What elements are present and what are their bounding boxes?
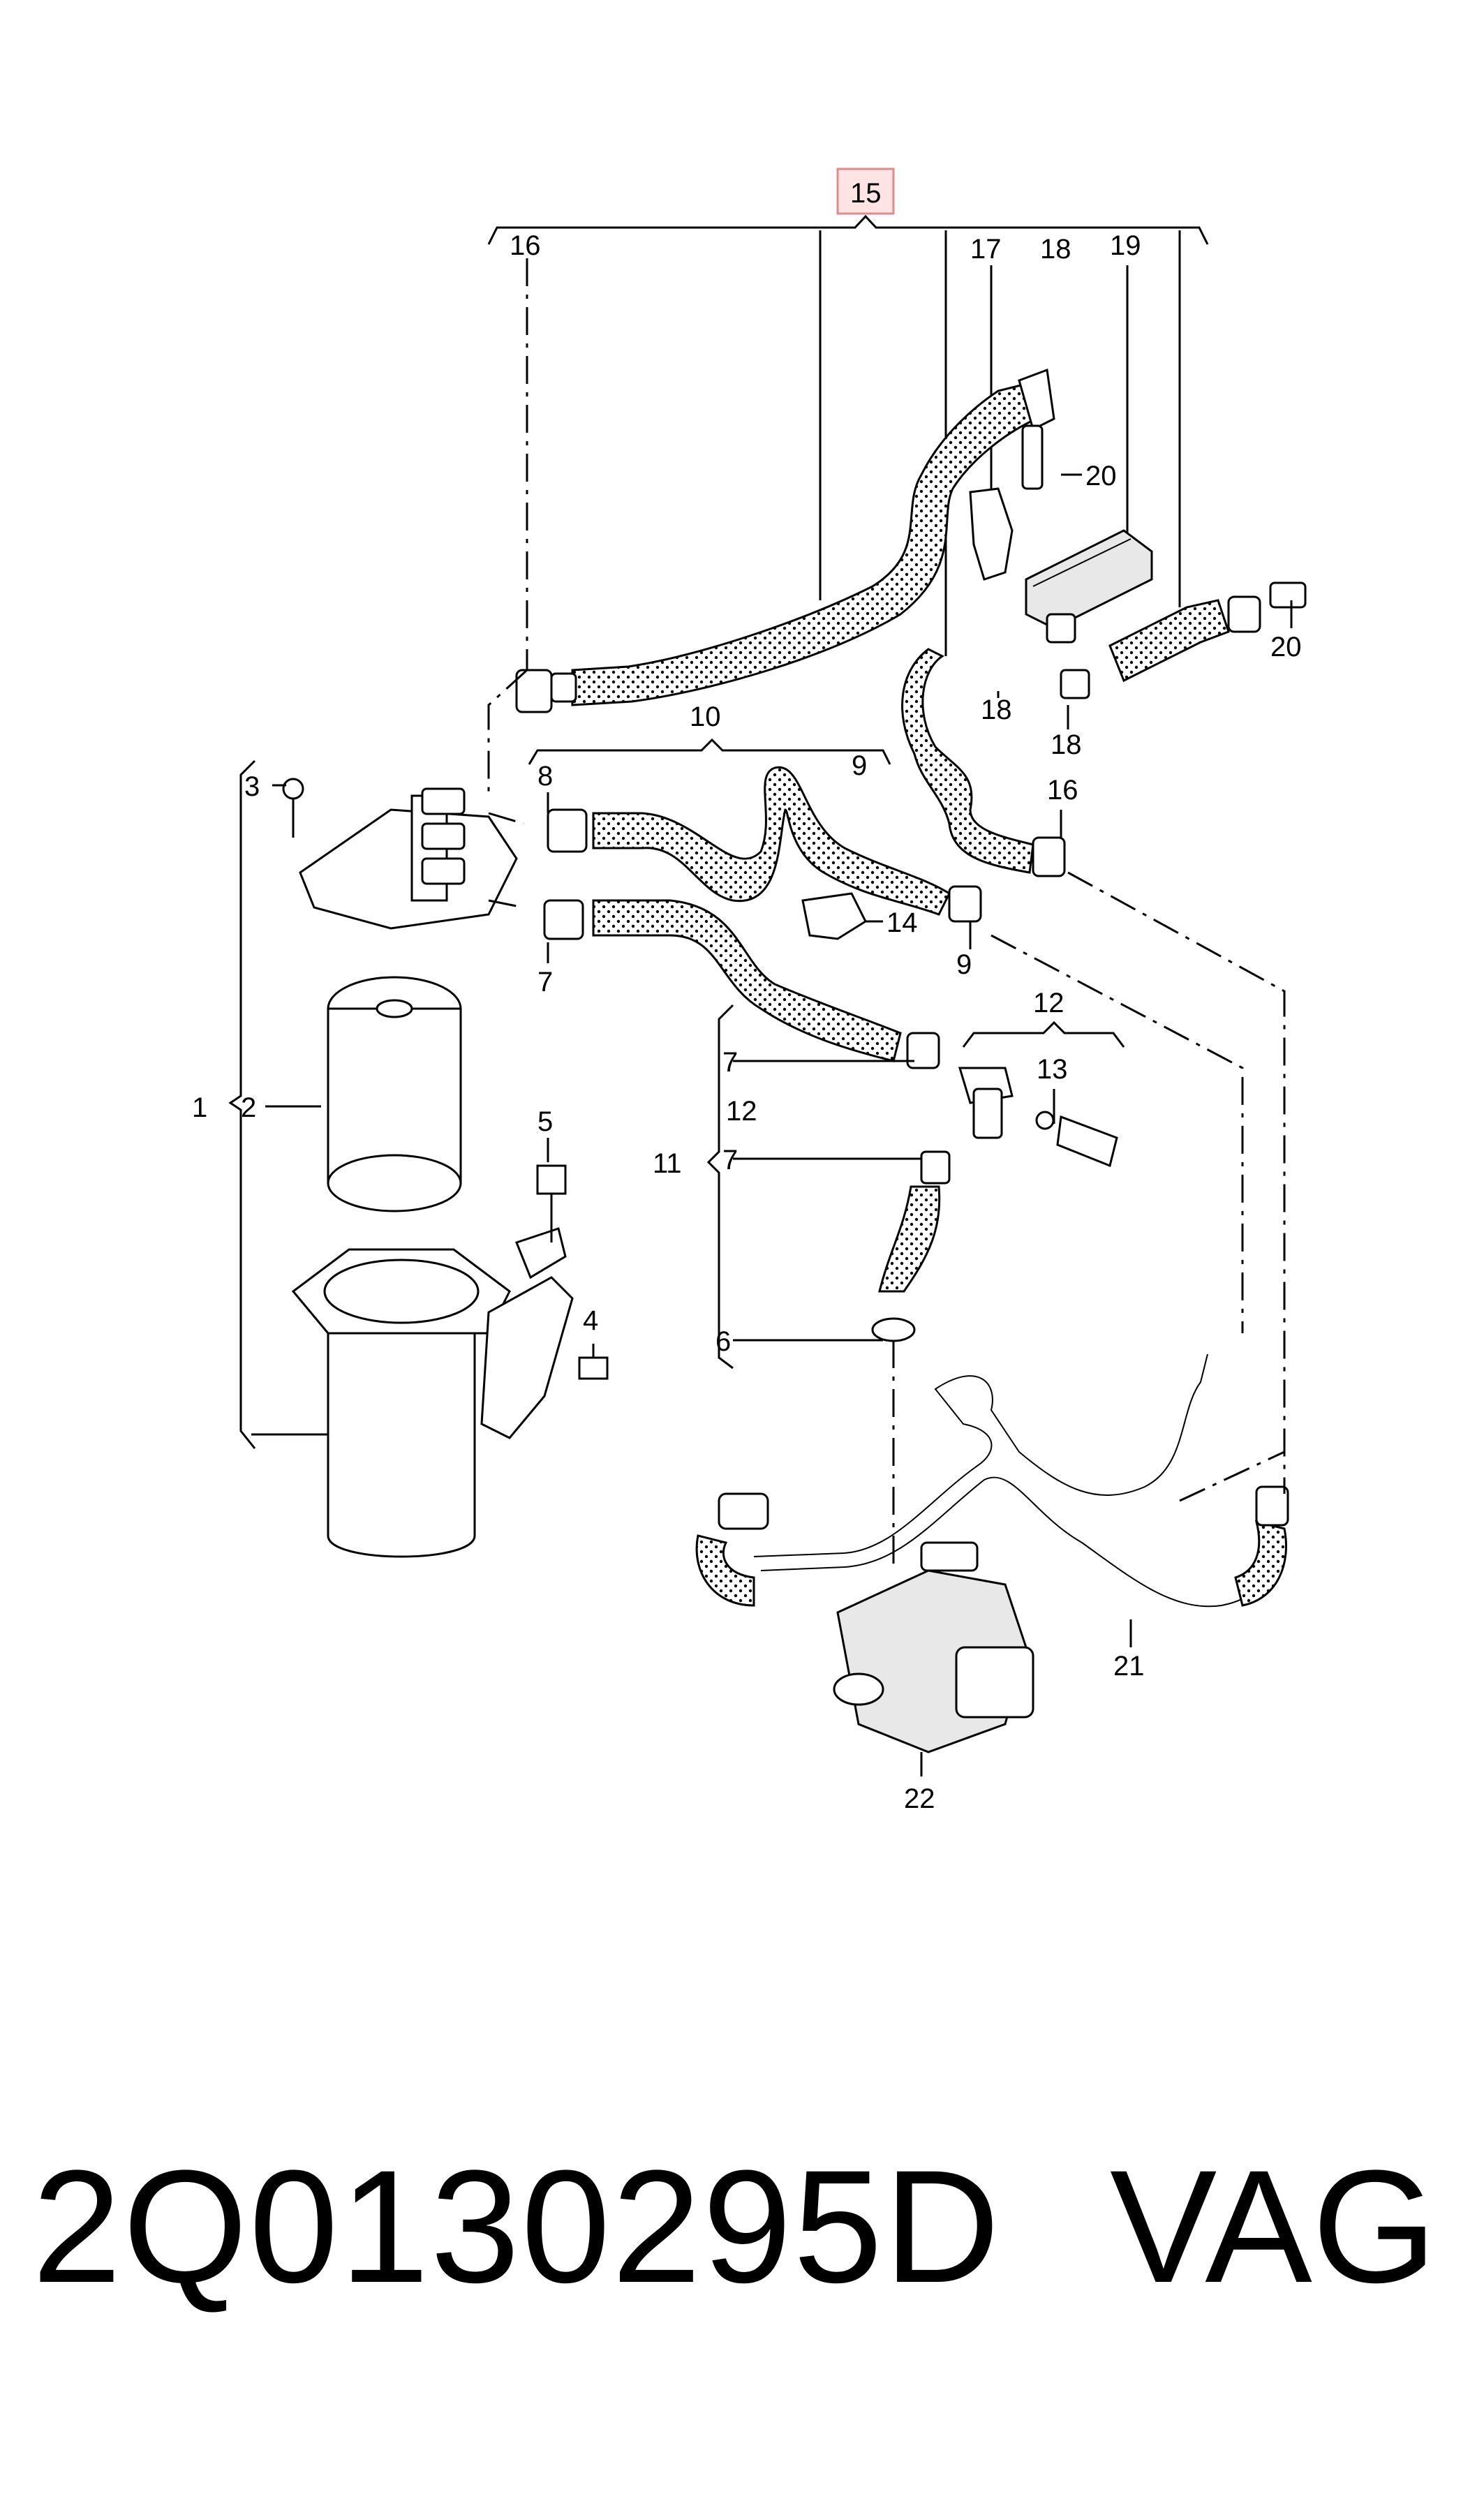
lower-fuel-pipe-21 xyxy=(695,1353,1289,1608)
callout-21: 21 xyxy=(1113,1651,1145,1682)
bolts xyxy=(536,1164,609,1380)
callout-6: 6 xyxy=(715,1326,731,1357)
right-curved-hose xyxy=(901,648,1066,877)
callout-20-upper: 20 xyxy=(1085,461,1117,491)
callout-1: 1 xyxy=(192,1092,207,1123)
callout-18-top: 18 xyxy=(1040,234,1071,265)
callout-9-top: 9 xyxy=(852,750,867,781)
callout-22: 22 xyxy=(904,1783,935,1814)
callout-10: 10 xyxy=(690,702,721,732)
group-brackets xyxy=(228,738,1125,1449)
callout-leaders xyxy=(251,473,1293,1776)
part-number: 2Q0130295D xyxy=(32,2137,1002,2316)
callout-15: 15 xyxy=(850,178,882,209)
filter-lid xyxy=(282,778,518,930)
callout-14: 14 xyxy=(886,907,918,938)
callout-3: 3 xyxy=(244,771,260,802)
callout-5: 5 xyxy=(537,1106,553,1137)
callout-19: 19 xyxy=(1110,230,1141,261)
right-upper-hose xyxy=(1046,581,1307,699)
callout-16-top: 16 xyxy=(510,230,541,261)
high-pressure-pump-22 xyxy=(833,1541,1034,1753)
brand-name: VAG xyxy=(1110,2137,1437,2316)
hose-11 xyxy=(871,1150,951,1342)
callout-9-low: 9 xyxy=(956,949,972,980)
callout-12-right: 12 xyxy=(1033,988,1064,1018)
t-piece-12 xyxy=(958,1067,1118,1168)
callout-8: 8 xyxy=(537,761,553,792)
callout-2: 2 xyxy=(241,1092,256,1123)
callout-7-left: 7 xyxy=(537,967,553,997)
bracket-15 xyxy=(487,168,1209,245)
filter-housing xyxy=(291,1227,574,1558)
callout-11: 11 xyxy=(653,1148,682,1179)
callout-4: 4 xyxy=(583,1305,598,1336)
callout-17: 17 xyxy=(970,234,1002,265)
callout-18-low: 18 xyxy=(1051,729,1082,760)
upper-fuel-hose xyxy=(515,368,1055,713)
hose-7-lower xyxy=(543,899,940,1069)
callout-7-mid: 7 xyxy=(722,1047,738,1078)
clip-14 xyxy=(801,892,867,940)
callout-12-left: 12 xyxy=(726,1096,757,1127)
component-19 xyxy=(1021,424,1153,630)
callout-7-low: 7 xyxy=(722,1145,738,1175)
callout-20-right: 20 xyxy=(1270,632,1302,662)
callout-18-mid: 18 xyxy=(981,695,1012,725)
clip-17 xyxy=(969,487,1014,581)
connection-lines xyxy=(487,669,1286,1564)
callout-16-right: 16 xyxy=(1047,775,1078,806)
filter-element xyxy=(327,976,462,1212)
footer: 2Q0130295D VAG xyxy=(0,2122,1484,2331)
fuel-filter-exploded-diagram: 15 16 17 18 19 20 20 18 18 16 10 9 3 8 1… xyxy=(192,168,1307,1814)
hose-8-to-9 xyxy=(547,766,982,923)
callout-13: 13 xyxy=(1037,1054,1068,1085)
top-leaders xyxy=(526,230,1181,670)
callout-labels: 15 16 17 18 19 20 20 18 18 16 10 9 3 8 1… xyxy=(192,178,1302,1814)
